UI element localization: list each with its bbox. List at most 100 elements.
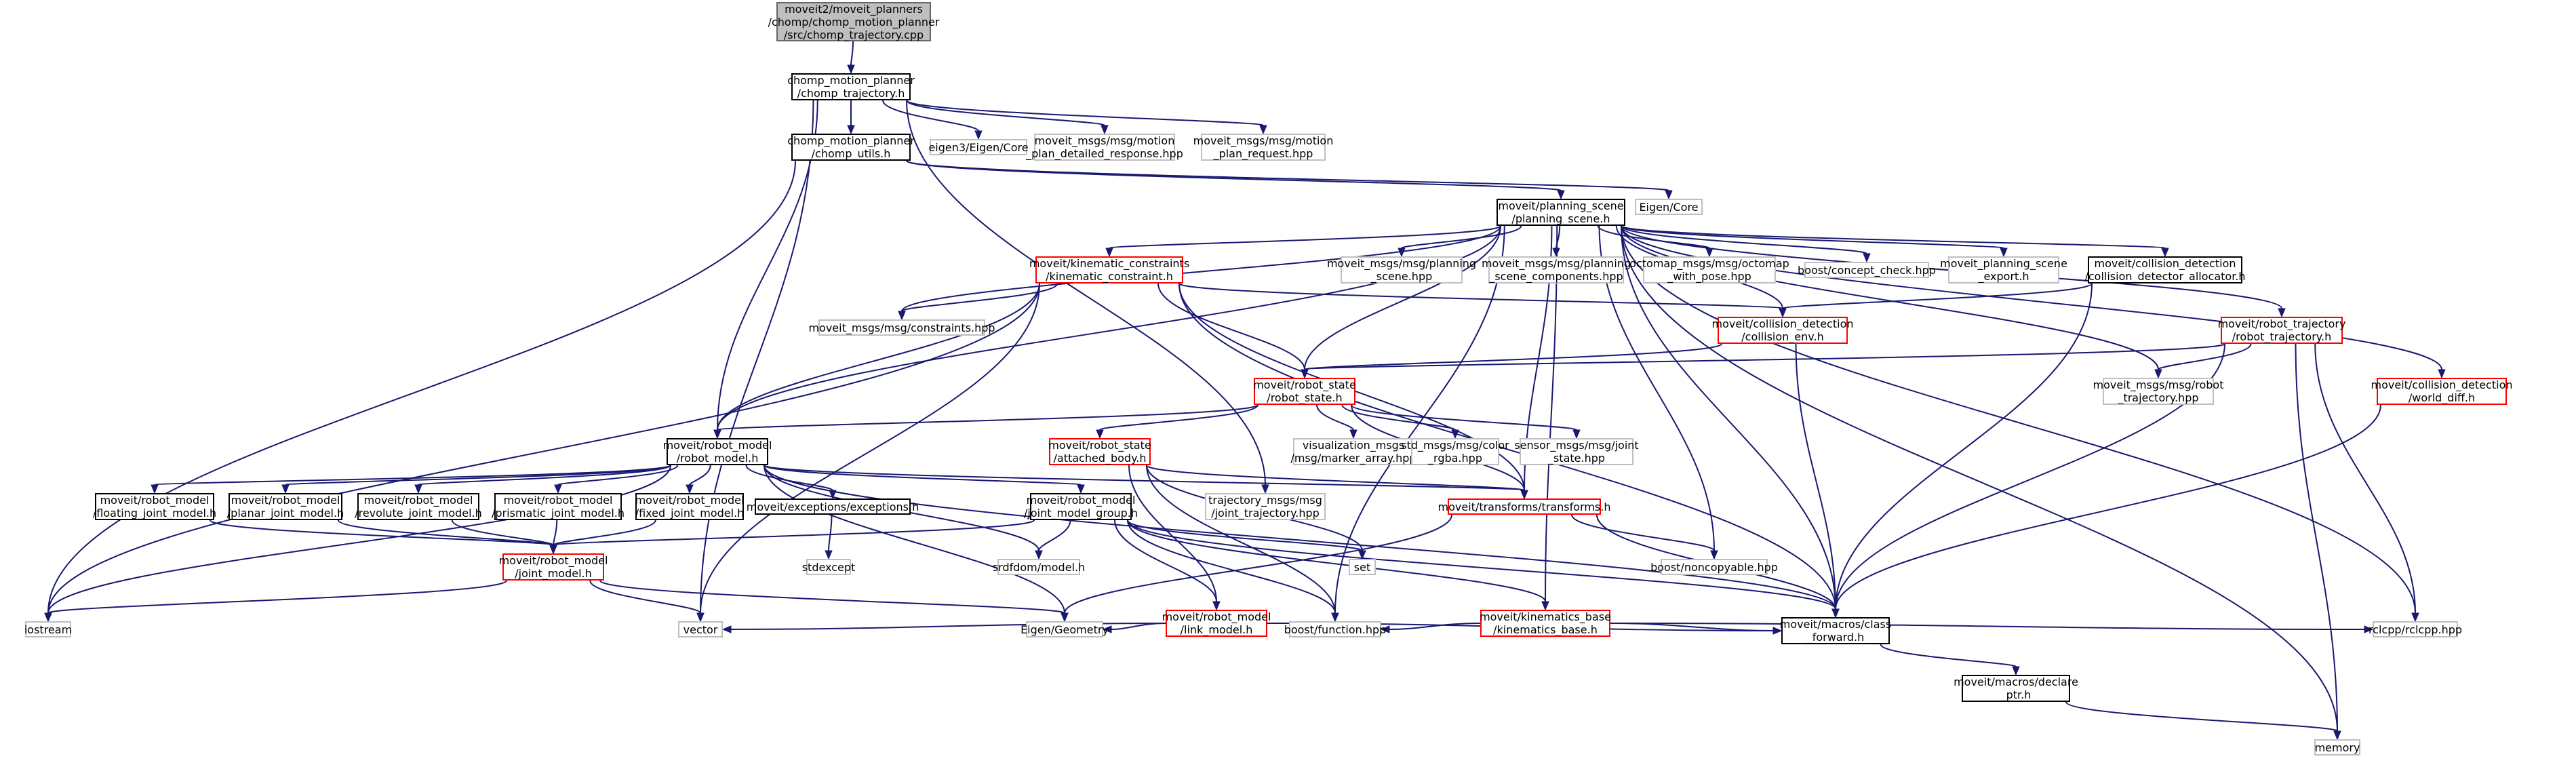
edge-arrowhead	[1358, 550, 1366, 560]
node-planar-joint-model-h[interactable]: moveit/robot_model/planar_joint_model.h	[226, 493, 344, 520]
node-robot-state-h[interactable]: moveit/robot_state/robot_state.h	[1253, 378, 1356, 405]
node-collision-detector-allocator-h[interactable]: moveit/collision_detection/collision_det…	[2084, 256, 2246, 283]
node-exceptions-h[interactable]: moveit/exceptions/exceptions.h	[747, 498, 919, 515]
node-motion-plan-detailed-response-hpp: moveit_msgs/msg/motion_plan_detailed_res…	[1026, 134, 1183, 161]
node-label-line: moveit/robot_model	[1162, 610, 1271, 623]
node-root-chomp-trajectory-cpp: moveit2/moveit_planners/chomp/chomp_moti…	[768, 2, 939, 41]
edge-joint_model_group-to-boost_function	[1127, 519, 1336, 614]
node-boost-concept-check-hpp: boost/concept_check.hpp	[1798, 262, 1936, 278]
edge-robot_model-to-prismatic_joint	[557, 465, 679, 486]
edge-chomp_trajectory-to-joint_trajectory	[906, 100, 1266, 486]
edge-planning_scene-to-collision_detector_allocator	[1621, 225, 2166, 249]
node-kinematics-base-h[interactable]: moveit/kinematics_base/kinematics_base.h	[1480, 610, 1611, 637]
node-label-line: std_msgs/msg/color	[1401, 439, 1509, 452]
node-joint-model-group-h[interactable]: moveit/robot_model/joint_model_group.h	[1024, 493, 1138, 520]
node-robot-model-h[interactable]: moveit/robot_model/robot_model.h	[663, 438, 772, 465]
node-label-line: moveit/kinematics_base	[1480, 610, 1611, 623]
node-label-line: moveit_msgs/msg/motion	[1193, 134, 1334, 147]
node-class-forward-h[interactable]: moveit/macros/class_forward.h	[1780, 617, 1891, 644]
node-label-line: Eigen/Core	[1639, 200, 1699, 214]
edge-exceptions-to-stdexcept	[828, 514, 833, 551]
node-label-line: moveit/robot_model	[231, 494, 340, 507]
node-label-line: /joint_model.h	[515, 567, 592, 580]
node-label-line: /robot_model.h	[676, 452, 759, 465]
edge-kinematic_constraint-to-class_forward	[1178, 283, 1836, 610]
node-msg-planning-scene-hpp: moveit_msgs/msg/planning_scene.hpp	[1327, 256, 1476, 283]
node-collision-env-h[interactable]: moveit/collision_detection/collision_env…	[1712, 317, 1854, 344]
edge-arrowhead	[1541, 601, 1549, 611]
edge-arrowhead	[1349, 429, 1358, 439]
edge-planning_scene-to-kinematics_base	[1545, 225, 1558, 602]
edge-arrowhead	[898, 311, 906, 321]
node-joint-model-h[interactable]: moveit/robot_model/joint_model.h	[499, 553, 608, 581]
node-label-line: moveit2/moveit_planners	[785, 2, 923, 16]
node-world-diff-h[interactable]: moveit/collision_detection/world_diff.h	[2371, 378, 2513, 405]
edge-joint_model-to-vector	[589, 580, 701, 614]
node-revolute-joint-model-h[interactable]: moveit/robot_model/revolute_joint_model.…	[355, 493, 482, 520]
edge-collision_detector_allocator-to-class_forward	[1835, 283, 2093, 610]
node-boost-function-hpp: boost/function.hpp	[1284, 621, 1386, 638]
node-eigen-core: Eigen/Core	[1635, 199, 1703, 215]
edge-link_model-to-eigen_geometry	[1111, 623, 1166, 630]
node-kinematic-constraint-h[interactable]: moveit/kinematic_constraints/kinematic_c…	[1029, 256, 1189, 283]
edge-arrowhead	[1331, 612, 1339, 623]
node-label-line: moveit/kinematic_constraints	[1029, 257, 1190, 270]
node-link-model-h[interactable]: moveit/robot_model/link_model.h	[1162, 610, 1271, 637]
edge-planning_scene-to-kinematic_constraint	[1109, 225, 1501, 249]
edge-robot_state-to-color_rgba	[1341, 404, 1456, 431]
node-label-line: moveit/robot_state	[1048, 439, 1151, 452]
node-prismatic-joint-model-h[interactable]: moveit/robot_model/prismatic_joint_model…	[492, 493, 625, 520]
node-label-line: /src/chomp_trajectory.cpp	[783, 28, 924, 41]
edge-collision_env-to-class_forward	[1795, 343, 1836, 610]
edge-joint_model-to-iostream	[47, 580, 507, 614]
edge-declare_ptr-to-memory	[2065, 701, 2338, 732]
node-floating-joint-model-h[interactable]: moveit/robot_model/floating_joint_model.…	[93, 493, 216, 520]
edge-planning_scene-to-rclcpp	[1621, 225, 2416, 614]
edge-chomp_utils-to-eigen_core	[906, 160, 1669, 191]
edge-arrowhead	[1831, 608, 1840, 619]
node-label-line: _plan_detailed_response.hpp	[1026, 147, 1183, 160]
node-label-line: sensor_msgs/msg/joint	[1514, 439, 1639, 452]
node-constraints-hpp: moveit_msgs/msg/constraints.hpp	[808, 319, 995, 336]
node-label-line: memory	[2314, 741, 2360, 754]
edge-arrowhead	[1705, 248, 1713, 258]
node-chomp-trajectory-h[interactable]: chomp_motion_planner/chomp_trajectory.h	[787, 73, 915, 100]
node-label-line: eigen3/Eigen/Core	[928, 140, 1029, 154]
edge-arrowhead	[2012, 666, 2020, 676]
node-transforms-h[interactable]: moveit/transforms/transforms.h	[1438, 498, 1610, 515]
node-label-line: _export.h	[1978, 270, 2029, 283]
node-memory: memory	[2314, 739, 2360, 756]
node-label-line: set	[1353, 560, 1371, 574]
edge-robot_model-to-iostream	[47, 465, 671, 614]
edge-planning_scene-to-planning_scene_export	[1621, 225, 2004, 249]
edge-arrowhead	[1101, 125, 1109, 135]
edge-attached_body-to-transforms	[1146, 465, 1525, 491]
node-label-line: /prismatic_joint_model.h	[492, 507, 625, 519]
edge-arrowhead	[2438, 369, 2446, 379]
node-chomp-utils-h[interactable]: chomp_motion_planner/chomp_utils.h	[787, 134, 915, 161]
node-label-line: _ptr.h	[2000, 688, 2032, 701]
node-fixed-joint-model-h[interactable]: moveit/robot_model/fixed_joint_model.h	[635, 493, 744, 520]
edge-collision_detector_allocator-to-collision_env	[1782, 283, 2093, 309]
edge-arrowhead	[1261, 484, 1269, 494]
node-label-line: moveit/robot_model	[662, 439, 772, 452]
edge-arrowhead	[1105, 248, 1113, 258]
node-label-line: rclcpp/rclcpp.hpp	[2368, 623, 2463, 636]
node-robot-trajectory-h[interactable]: moveit/robot_trajectory/robot_trajectory…	[2218, 317, 2345, 344]
node-label-line: moveit/robot_model	[498, 554, 608, 567]
node-label-line: /planar_joint_model.h	[226, 507, 344, 519]
node-label-line: _with_pose.hpp	[1667, 270, 1751, 283]
node-attached-body-h[interactable]: moveit/robot_state/attached_body.h	[1048, 438, 1151, 465]
node-label-line: /collision_env.h	[1741, 330, 1824, 343]
edge-robot_state-to-attached_body	[1099, 404, 1259, 431]
edge-robot_model-to-transforms	[764, 465, 1525, 491]
node-label-line: _scene.hpp	[1370, 270, 1433, 283]
edge-robot_model-to-eigen_geometry	[764, 465, 1065, 614]
edge-arrowhead	[281, 484, 290, 494]
edge-collision_env-to-robot_state	[1304, 343, 1722, 370]
edge-transforms-to-noncopyable	[1571, 514, 1715, 551]
edge-planning_scene-to-octomap_with_pose	[1597, 225, 1710, 249]
node-planning-scene-h[interactable]: moveit/planning_scene/planning_scene.h	[1497, 199, 1625, 226]
node-declare-ptr-h[interactable]: moveit/macros/declare_ptr.h	[1954, 675, 2078, 702]
